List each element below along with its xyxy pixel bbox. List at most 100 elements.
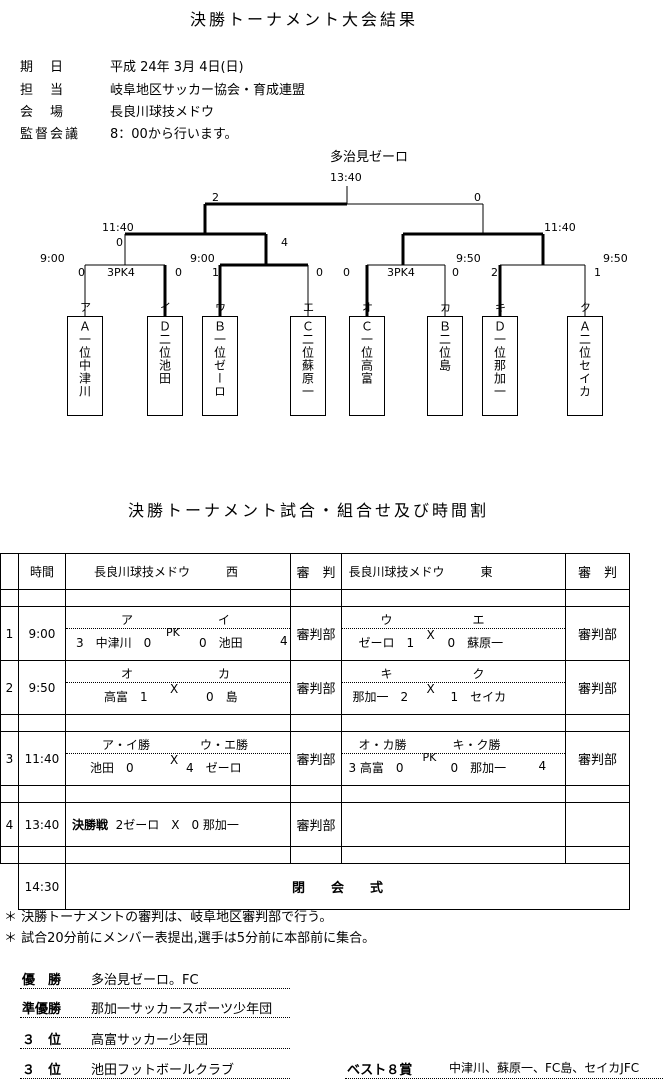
match-left: ゼーロ 1 <box>358 636 415 650</box>
team-key: ウ <box>215 301 226 314</box>
header-east: 長良川球技メドウ 東 <box>341 553 567 590</box>
row-ref: 審判部 <box>565 731 630 786</box>
team-box: Ｄ一位那加一 <box>482 316 518 416</box>
match-right: 1 セイカ <box>450 690 507 704</box>
row-time: 13:40 <box>17 802 66 847</box>
qf3-pk: 3PK4 <box>387 266 415 279</box>
header-ref: 審 判 <box>289 553 343 590</box>
info-value-organizer: 岐阜地区サッカー協会・育成連盟 <box>110 83 306 98</box>
divider <box>20 1048 290 1049</box>
match-pk-score: 4 <box>538 759 547 773</box>
qf34-time: 9:50 <box>456 252 481 265</box>
qf2-score-b: 0 <box>316 266 323 279</box>
row-time: 14:30 <box>17 863 66 910</box>
match-right: 0 蘇原一 <box>447 636 504 650</box>
info-value-meeting: 8：00から行います。 <box>110 127 238 142</box>
match-team-key: イ <box>217 613 230 627</box>
match-right: 4 ゼーロ <box>185 761 242 775</box>
match-team-key: ク <box>472 667 485 681</box>
team-box: Ｂ二位島 <box>427 316 463 416</box>
qf1-score-a: 0 <box>78 266 85 279</box>
team-name: Ｃ二位蘇原一 <box>300 320 315 398</box>
row-no: 2 <box>0 660 19 715</box>
match-right: 0 島 <box>205 690 238 704</box>
tournament-bracket <box>84 186 586 316</box>
match-team-key: ア <box>120 613 133 627</box>
divider <box>345 1078 663 1079</box>
final-score-right: 0 <box>474 191 481 204</box>
result-label: ３ 位 <box>22 1063 62 1078</box>
info-label-venue: 会 場 <box>20 105 66 120</box>
match-left: 高富 1 <box>103 690 148 704</box>
match-sep: PK <box>422 751 437 764</box>
row-ref: 審判部 <box>289 606 343 661</box>
divider <box>20 1078 290 1079</box>
match-pk-score: 4 <box>279 634 288 648</box>
table-header-row: 時間 長良川球技メドウ 西 審 判 長良川球技メドウ 東 審 判 <box>0 553 630 590</box>
semi-left-score-b: 4 <box>281 236 288 249</box>
row-no: 3 <box>0 731 19 786</box>
team-name: Ａ二位セイカ <box>577 320 592 398</box>
team-name: Ａ一位中津川 <box>77 320 92 398</box>
info-label-meeting: 監督会議 <box>20 127 81 142</box>
team-name: Ｂ二位島 <box>437 320 452 372</box>
qf4-score-a: 2 <box>491 266 498 279</box>
row-no <box>0 863 19 910</box>
match-team-key: ウ <box>380 613 393 627</box>
header-no <box>0 553 19 590</box>
table-row: 4 13:40 決勝戦 2ゼーロ X 0 那加一 審判部 <box>0 802 630 847</box>
match-sep: X <box>169 753 179 767</box>
team-name: Ｂ一位ゼーロ <box>212 320 227 398</box>
team-name: Ｄ一位那加一 <box>492 320 507 398</box>
info-label-date: 期 日 <box>20 60 66 75</box>
schedule-title: 決勝トーナメント試合・組合せ及び時間割 <box>128 501 490 520</box>
match-sep: X <box>169 682 179 696</box>
team-name: Ｃ一位高富 <box>359 320 374 385</box>
result-label: ３ 位 <box>22 1033 62 1048</box>
final-time: 13:40 <box>330 171 362 184</box>
result-value: 高富サッカー少年団 <box>91 1033 209 1048</box>
match-left: 池田 0 <box>89 761 134 775</box>
match-left: 那加一 2 <box>352 690 409 704</box>
team-key: ク <box>580 301 591 314</box>
semi-right-time: 11:40 <box>544 221 576 234</box>
match-right: 0 池田 <box>198 636 243 650</box>
team-key: イ <box>160 301 171 314</box>
header-ref: 審 判 <box>565 553 630 590</box>
best8-value: 中津川、蘇原一、FC島、セイカJFC <box>449 1061 640 1075</box>
team-box: Ｃ一位高富 <box>349 316 385 416</box>
match-left: 3 中津川 0 <box>75 636 152 650</box>
match-team-key: オ・カ勝 <box>358 738 407 752</box>
result-label: 準優勝 <box>22 1002 62 1017</box>
divider <box>20 988 290 989</box>
header-west: 長良川球技メドウ 西 <box>64 553 291 590</box>
page-title: 決勝トーナメント大会結果 <box>190 10 419 29</box>
result-label: 優 勝 <box>22 973 62 988</box>
row-no: 1 <box>0 606 19 661</box>
note: ＊ 試合20分前にメンバー表提出,選手は5分前に本部前に集合。 <box>4 931 376 946</box>
match-team-key: ア・イ勝 <box>101 738 150 752</box>
result-value: 池田フットボールクラブ <box>91 1063 235 1078</box>
final-label: 決勝戦 <box>71 818 108 832</box>
match-right: 0 那加一 <box>450 761 507 775</box>
info-value-date: 平成 24年 3月 4日(日) <box>110 60 244 75</box>
champion-label: 多治見ゼーロ <box>330 150 409 165</box>
match-team-key: エ <box>472 613 485 627</box>
team-key: エ <box>303 301 314 314</box>
row-time: 11:40 <box>17 731 66 786</box>
match-team-key: キ <box>380 667 393 681</box>
row-time: 9:00 <box>17 606 66 661</box>
qf1-time: 9:00 <box>40 252 65 265</box>
result-value: 那加一サッカースポーツ少年団 <box>91 1002 273 1017</box>
row-ref: 審判部 <box>565 660 630 715</box>
team-box: Ａ二位セイカ <box>567 316 603 416</box>
team-key: キ <box>495 301 506 314</box>
